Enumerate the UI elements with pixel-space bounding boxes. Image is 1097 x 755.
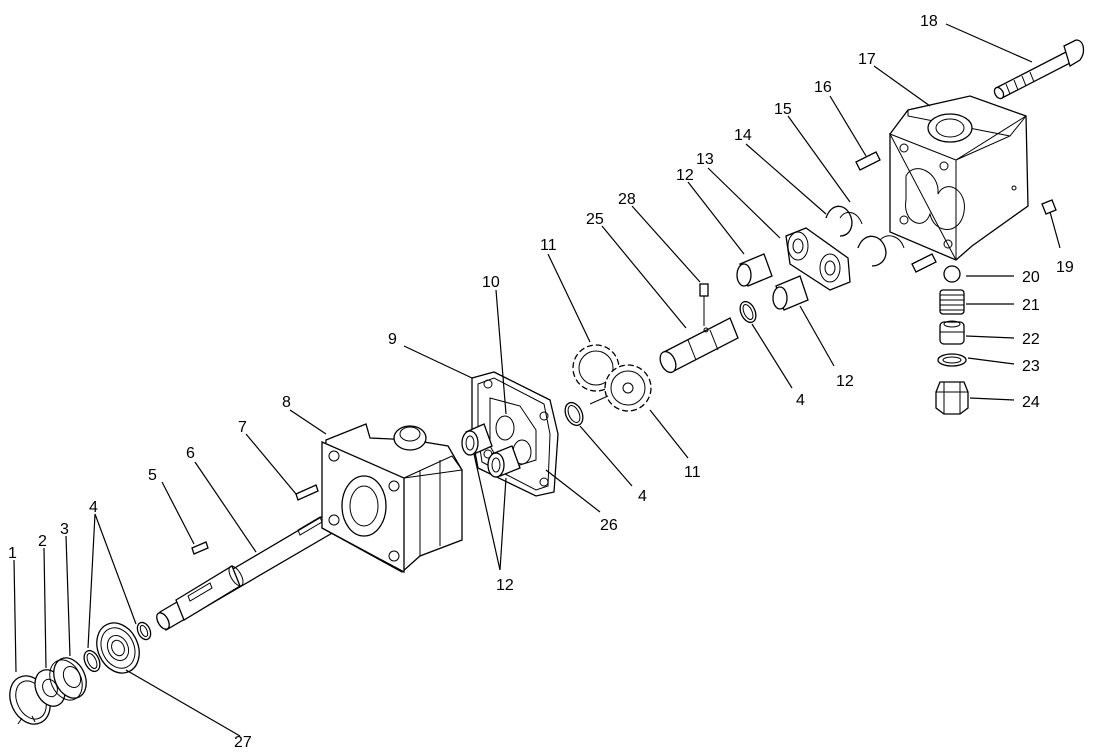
part-3-seal — [49, 657, 87, 701]
callout-labels: 1 2 3 4 5 6 7 8 9 10 11 25 28 12 13 14 1… — [8, 13, 1074, 751]
part-4-snap-ring-lower — [83, 649, 101, 673]
part-28-pin — [699, 283, 709, 326]
part-8-front-housing — [321, 423, 463, 574]
label-11-upper: 11 — [540, 237, 557, 254]
label-13: 13 — [696, 151, 714, 168]
part-23-o-ring — [937, 353, 967, 367]
part-25-idler-shaft — [659, 317, 739, 374]
part-18-bolt — [993, 39, 1085, 100]
label-19: 19 — [1056, 259, 1074, 276]
part-24-plug-nut — [935, 381, 969, 415]
part-21-spring — [939, 289, 965, 315]
part-7-key — [295, 484, 319, 501]
part-14-seal — [825, 205, 887, 267]
part-11-gears — [572, 344, 652, 412]
part-5-key — [191, 541, 209, 555]
label-2: 2 — [38, 533, 47, 550]
label-28: 28 — [618, 191, 636, 208]
leader-lines — [13, 23, 1061, 737]
label-25: 25 — [586, 211, 604, 228]
part-15-backup-ring — [839, 211, 905, 249]
label-27: 27 — [234, 734, 252, 751]
label-7: 7 — [238, 419, 247, 436]
part-4-snap-ring-shaft — [136, 621, 152, 641]
label-21: 21 — [1022, 297, 1040, 314]
label-3: 3 — [60, 521, 69, 538]
part-19-plug — [1041, 199, 1057, 215]
label-5: 5 — [148, 467, 157, 484]
label-1: 1 — [8, 545, 17, 562]
label-11-lower: 11 — [684, 464, 701, 481]
label-9: 9 — [388, 331, 397, 348]
label-12-upper: 12 — [676, 167, 694, 184]
part-13-seal-housing — [785, 227, 851, 291]
label-4-mid: 4 — [638, 488, 647, 505]
label-20: 20 — [1022, 269, 1040, 286]
label-10: 10 — [482, 274, 500, 291]
label-12-lower: 12 — [496, 577, 514, 594]
part-12-bushings-upper — [736, 253, 809, 311]
part-17-rear-housing — [888, 95, 1029, 261]
label-15: 15 — [774, 101, 792, 118]
label-17: 17 — [858, 51, 876, 68]
label-18: 18 — [920, 13, 938, 30]
part-27-bearing — [96, 622, 140, 674]
label-4-lower: 4 — [89, 499, 98, 516]
part-20-ball — [943, 265, 961, 283]
label-12-right: 12 — [836, 373, 854, 390]
label-24: 24 — [1022, 394, 1040, 411]
part-12-bushings-plate — [461, 423, 521, 478]
label-26: 26 — [600, 517, 618, 534]
label-14: 14 — [734, 127, 752, 144]
label-4-upper: 4 — [796, 392, 805, 409]
part-22-spacer — [939, 320, 965, 345]
label-23: 23 — [1022, 358, 1040, 375]
part-4-snap-ring-mid — [564, 401, 584, 427]
label-16: 16 — [814, 79, 832, 96]
label-6: 6 — [186, 445, 195, 462]
label-22: 22 — [1022, 331, 1040, 348]
part-4-snap-ring-upper — [739, 300, 757, 324]
part-16-dowel-pins — [855, 151, 937, 273]
label-8: 8 — [282, 394, 291, 411]
